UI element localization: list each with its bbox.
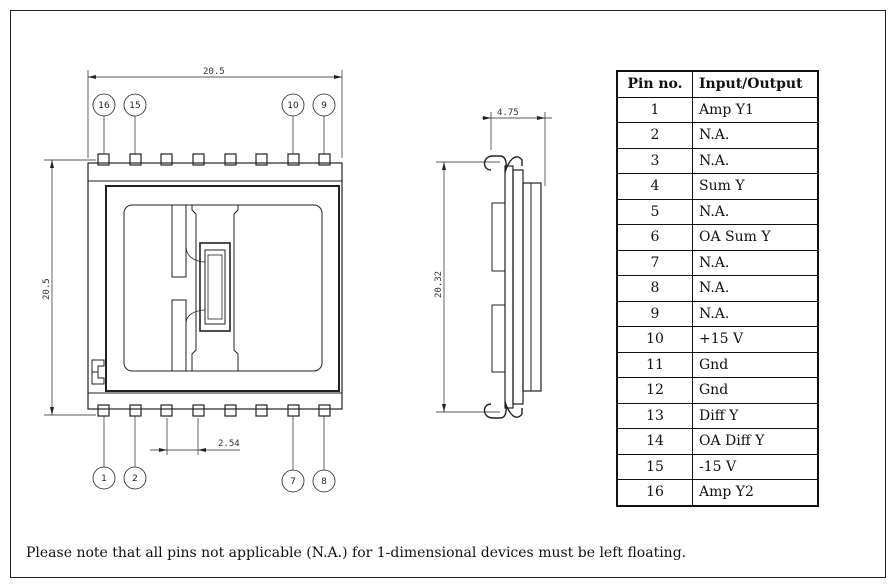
pin-number: 2 [616,122,693,149]
pin-number: 13 [616,402,693,429]
pin-number: 16 [616,479,693,506]
pin-number: 8 [616,275,693,302]
footnote: Please note that all pins not applicable… [26,545,687,561]
pin-function: N.A. [692,300,819,327]
front-view: 20.5 20.5 [42,67,343,493]
pin-function: Amp Y1 [692,96,819,123]
pin-function: Gnd [692,377,819,404]
pin-number: 15 [616,453,693,480]
pin-function: N.A. [692,147,819,174]
front-height-dim: 20.5 [42,278,52,300]
pin-function: OA Sum Y [692,224,819,251]
pin-function: Amp Y2 [692,479,819,506]
pin-function: N.A. [692,122,819,149]
front-width-dim: 20.5 [203,67,225,77]
pin-pitch-dim: 2.54 [218,439,240,449]
callout-pin-9: 9 [321,101,327,111]
callout-pin-10: 10 [287,101,299,111]
pin-number: 4 [616,173,693,200]
pin-number: 1 [616,96,693,123]
table-row: 10+15 V [616,326,819,353]
pin-function: N.A. [692,249,819,276]
pin-function: -15 V [692,453,819,480]
pin-number: 14 [616,428,693,455]
callout-pin-8: 8 [321,477,327,487]
callout-pin-1: 1 [101,474,107,484]
callout-pin-16: 16 [98,101,110,111]
pin-number: 7 [616,249,693,276]
callout-pin-15: 15 [129,101,140,111]
table-row: 15-15 V [616,453,819,480]
pin-function: N.A. [692,275,819,302]
callout-pin-2: 2 [132,474,138,484]
pin-function: Sum Y [692,173,819,200]
pin-number: 12 [616,377,693,404]
pin-function: +15 V [692,326,819,353]
pin-function: OA Diff Y [692,428,819,455]
pin-number: 9 [616,300,693,327]
pin-function: Diff Y [692,402,819,429]
pin-number: 3 [616,147,693,174]
pin-number: 6 [616,224,693,251]
header-pin-no: Pin no. [616,70,693,98]
pin-number: 5 [616,198,693,225]
pin-table-header: Pin no. Input/Output [616,70,819,98]
pin-number: 10 [616,326,693,353]
side-depth-dim: 4.75 [497,108,519,118]
side-height-dim: 20.32 [434,271,444,298]
header-input-output: Input/Output [692,70,819,98]
pin-number: 11 [616,351,693,378]
pin-function: Gnd [692,351,819,378]
callout-pin-7: 7 [290,477,296,487]
pin-function: N.A. [692,198,819,225]
side-view: 4.75 20.32 [434,108,552,419]
